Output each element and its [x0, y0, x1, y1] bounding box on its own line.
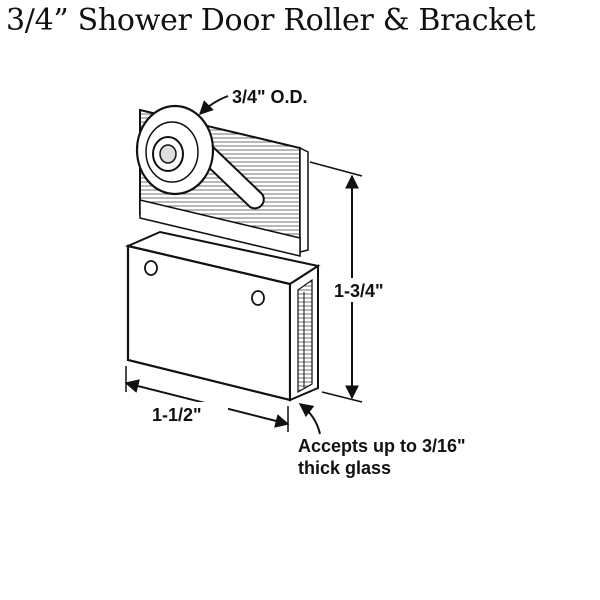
plate-band: [139, 199, 301, 257]
height-dimension: 1-3/4": [309, 161, 410, 403]
page-title: 3/4” Shower Door Roller & Bracket: [6, 3, 536, 38]
width-dimension: 1-1/2": [124, 366, 290, 432]
glass-label-line1: Accepts up to 3/16": [298, 436, 466, 456]
mounting-hole: [144, 260, 158, 276]
roller-diameter-callout: 3/4" O.D.: [199, 87, 308, 115]
height-label: 1-3/4": [334, 281, 384, 301]
glass-callout: Accepts up to 3/16" thick glass: [298, 403, 466, 478]
glass-label-line2: thick glass: [298, 458, 391, 478]
roller-diameter-label: 3/4" O.D.: [232, 87, 308, 107]
adjustment-slot: [198, 144, 265, 210]
roller-wheel: [135, 104, 215, 196]
bracket-body: [124, 230, 321, 402]
mounting-hole: [251, 290, 265, 306]
width-label: 1-1/2": [152, 405, 202, 425]
